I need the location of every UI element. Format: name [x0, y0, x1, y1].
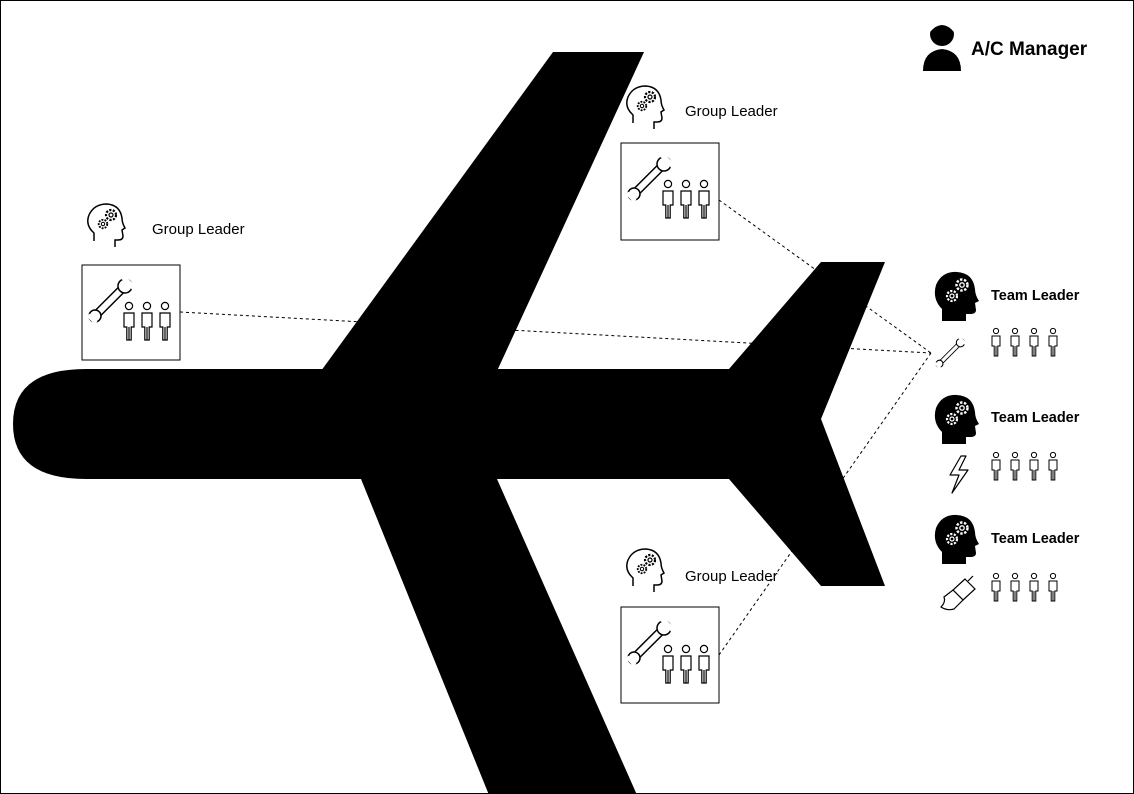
group-leader-1-box — [82, 265, 180, 360]
people-group-icon — [124, 302, 170, 340]
people-group-icon — [663, 180, 709, 218]
ac-manager-label: A/C Manager — [971, 39, 1087, 61]
team-2-people-icon — [992, 452, 1057, 480]
team-3-people-icon — [992, 573, 1057, 601]
person-icon — [923, 20, 961, 71]
team-1-people-icon — [992, 328, 1057, 356]
group-leader-2-label: Group Leader — [685, 103, 778, 120]
team-leader-3-label: Team Leader — [991, 531, 1079, 547]
group-leader-1-label: Group Leader — [152, 221, 245, 238]
group-leader-2-box — [621, 143, 719, 240]
team-leader-2-head-icon — [935, 395, 979, 444]
people-group-icon — [663, 645, 709, 683]
group-leader-1-head-icon — [88, 204, 125, 247]
group-leader-2-head-icon — [627, 86, 664, 129]
group-leader-3-box — [621, 607, 719, 703]
team-leader-1-label: Team Leader — [991, 288, 1079, 304]
team-leader-1-wrench-icon — [935, 337, 966, 368]
team-leader-2-label: Team Leader — [991, 410, 1079, 426]
team-leader-1-head-icon — [935, 272, 979, 321]
team-leader-3-head-icon — [935, 515, 979, 564]
team-leader-3-paintbrush-icon — [941, 576, 975, 610]
team-leader-2-lightning-icon — [950, 456, 968, 493]
airplane-silhouette — [13, 52, 885, 794]
group-leader-3-head-icon — [627, 549, 664, 592]
group-leader-3-label: Group Leader — [685, 568, 778, 585]
